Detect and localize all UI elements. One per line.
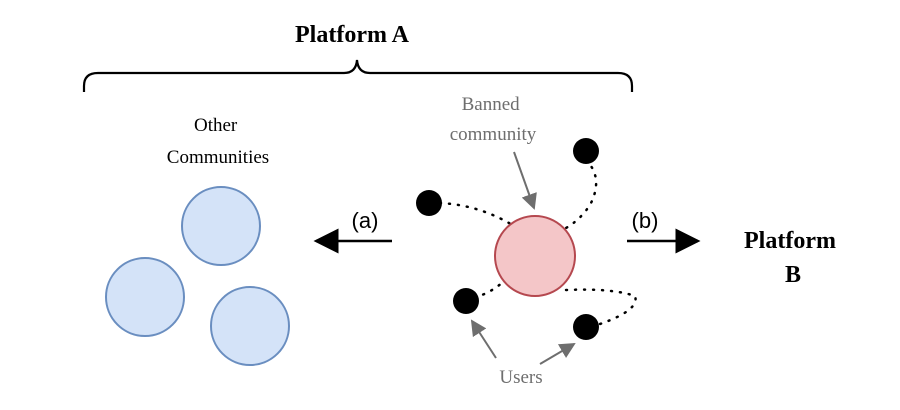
platform-b-line2: B [785,262,801,288]
community-circle-top [181,186,261,266]
platform-a-title: Platform A [295,22,410,48]
banned-community-line1: Banned [462,94,521,115]
arrow-a-label: (a) [352,208,379,233]
user-node-4 [573,314,599,340]
other-communities-line1: Other [194,115,238,136]
users-pointer-left [470,319,497,359]
banned-community-pointer [513,151,537,210]
arrow-b-label: (b) [632,208,659,233]
other-communities-line2: Communities [167,147,269,168]
community-circle-left [105,257,185,337]
banned-community-circle [494,215,576,297]
platform-b-line1: Platform [744,228,836,254]
banned-community-line2: community [450,124,537,145]
platform-a-brace [82,59,634,92]
user-node-1 [416,190,442,216]
user-node-2 [573,138,599,164]
users-pointer-right [539,342,576,365]
user-connections [438,158,637,326]
connection-user-2 [564,158,598,230]
users-label: Users [499,367,542,388]
platform-b-label: Platform B [744,228,842,288]
community-circle-right [210,286,290,366]
user-node-3 [453,288,479,314]
other-communities-label: Other Communities [167,115,269,168]
banned-community-label: Banned community [450,94,537,145]
connection-user-1 [438,201,516,228]
